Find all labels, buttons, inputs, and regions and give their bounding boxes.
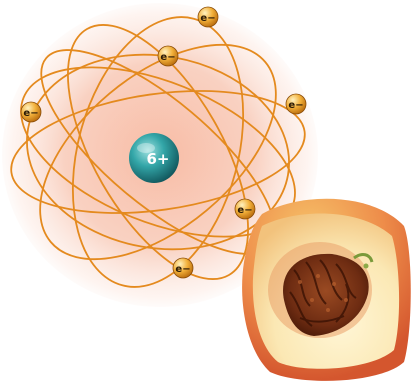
- nucleus-charge-label: 6+: [146, 150, 169, 168]
- nucleus: 6+: [129, 133, 179, 183]
- electron-label: e−: [23, 108, 38, 119]
- electron-label: e−: [160, 52, 175, 63]
- electron-label: e−: [288, 100, 303, 111]
- peach-half-image: [242, 199, 411, 381]
- electron-label: e−: [237, 205, 252, 216]
- electron: e−: [286, 94, 306, 114]
- electron-label: e−: [175, 264, 190, 275]
- electron: e−: [173, 258, 193, 278]
- electron: e−: [21, 102, 41, 122]
- electron: e−: [158, 46, 178, 66]
- electron-label: e−: [200, 13, 215, 24]
- electron: e−: [198, 7, 218, 27]
- electron: e−: [235, 199, 255, 219]
